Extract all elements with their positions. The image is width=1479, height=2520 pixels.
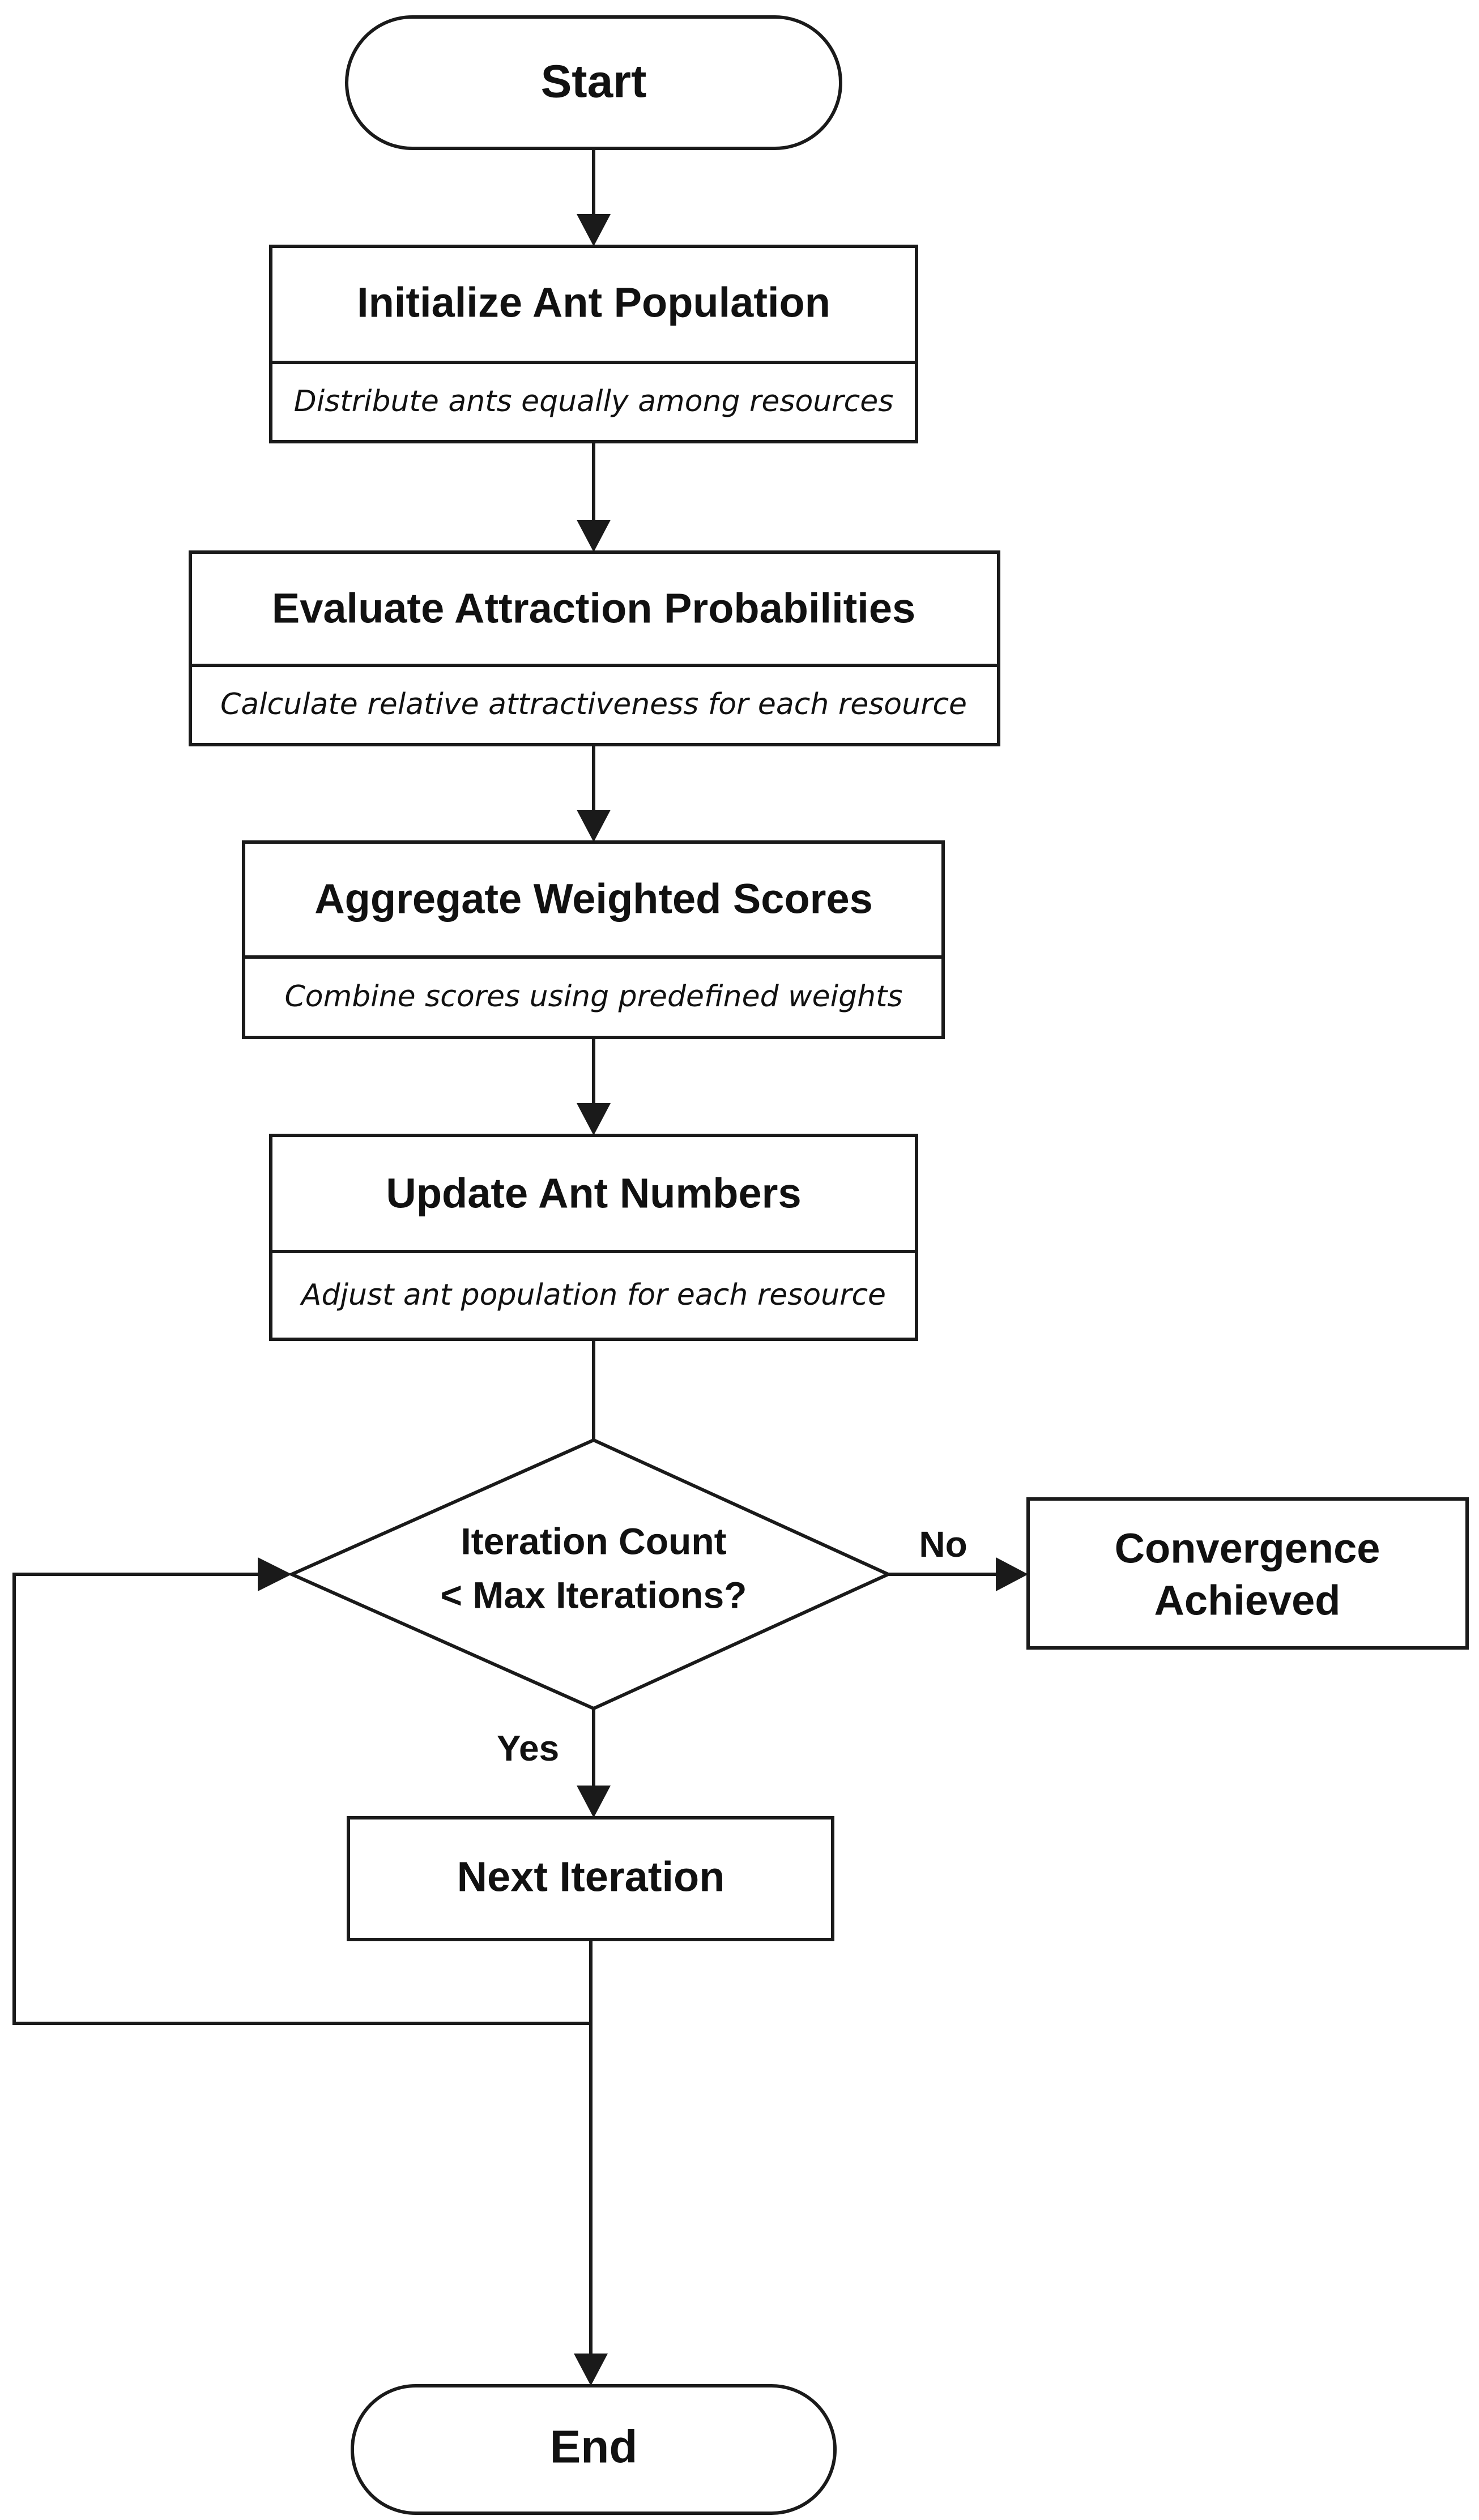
end-node: End <box>351 2384 837 2515</box>
evaluate-title: Evaluate Attraction Probabilities <box>272 585 915 632</box>
update-title: Update Ant Numbers <box>386 1170 801 1217</box>
arrow-decision-no-to-convergence <box>888 1557 1028 1591</box>
arrow-init-to-evaluate <box>577 442 611 552</box>
decision-line-2: < Max Iterations? <box>441 1574 747 1616</box>
aggregate-title: Aggregate Weighted Scores <box>314 875 873 922</box>
end-label: End <box>550 2421 638 2473</box>
no-edge-label: No <box>919 1524 967 1565</box>
evaluate-subtitle: Calculate relative attractiveness for ea… <box>220 687 967 721</box>
next-iteration-node: Next Iteration <box>347 1816 834 1941</box>
initialize-ant-population-node: Initialize Ant Population Distribute ant… <box>269 245 918 443</box>
update-subtitle: Adjust ant population for each resource <box>300 1278 886 1312</box>
yes-edge-label: Yes <box>497 1728 559 1769</box>
start-node: Start <box>345 15 842 150</box>
evaluate-attraction-node: Evaluate Attraction Probabilities Calcul… <box>189 550 1000 746</box>
aggregate-weighted-scores-node: Aggregate Weighted Scores Combine scores… <box>242 840 945 1039</box>
initialize-title: Initialize Ant Population <box>357 279 830 326</box>
next-iteration-label: Next Iteration <box>457 1853 725 1900</box>
iteration-decision-node: Iteration Count < Max Iterations? <box>287 1438 893 1711</box>
convergence-line-2: Achieved <box>1154 1577 1340 1624</box>
initialize-subtitle: Distribute ants equally among resources <box>294 385 894 418</box>
arrow-evaluate-to-aggregate <box>577 745 611 842</box>
convergence-line-1: Convergence <box>1115 1525 1380 1572</box>
arrow-start-to-init <box>577 148 611 246</box>
arrow-next-to-end <box>574 2023 608 2386</box>
arrow-aggregate-to-update <box>577 1037 611 1135</box>
decision-line-1: Iteration Count <box>461 1520 726 1562</box>
arrow-decision-yes-to-next <box>577 1709 611 1818</box>
convergence-achieved-node: Convergence Achieved <box>1026 1497 1469 1650</box>
aggregate-subtitle: Combine scores using predefined weights <box>284 980 902 1014</box>
arrow-next-loop-back <box>12 1557 593 2025</box>
update-ant-numbers-node: Update Ant Numbers Adjust ant population… <box>269 1134 918 1341</box>
start-label: Start <box>541 56 647 108</box>
